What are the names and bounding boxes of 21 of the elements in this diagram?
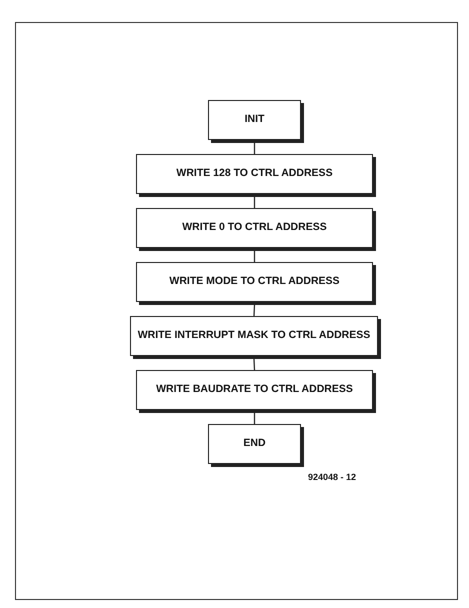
figure-number: 924048 - 12 — [308, 471, 356, 484]
process-box — [130, 316, 378, 356]
connector-line — [253, 304, 256, 316]
box-text: WRITE 128 TO CTRL ADDRESS — [176, 167, 333, 181]
connector-line — [254, 413, 256, 424]
connector-line — [254, 251, 256, 262]
box-text: INIT — [244, 113, 264, 127]
process-box — [208, 100, 301, 140]
connector-line — [254, 143, 256, 154]
box-text: WRITE 0 TO CTRL ADDRESS — [182, 221, 327, 235]
box-text: WRITE INTERRUPT MASK TO CTRL ADDRESS — [138, 329, 370, 343]
connector-line — [253, 358, 256, 370]
process-box — [208, 424, 301, 464]
process-box — [136, 154, 373, 194]
box-text: END — [243, 437, 266, 451]
connector-line — [254, 197, 256, 208]
box-text: WRITE MODE TO CTRL ADDRESS — [169, 275, 340, 289]
box-text: WRITE BAUDRATE TO CTRL ADDRESS — [156, 383, 353, 397]
process-box — [136, 208, 373, 248]
process-box — [136, 262, 373, 302]
process-box — [136, 370, 373, 410]
